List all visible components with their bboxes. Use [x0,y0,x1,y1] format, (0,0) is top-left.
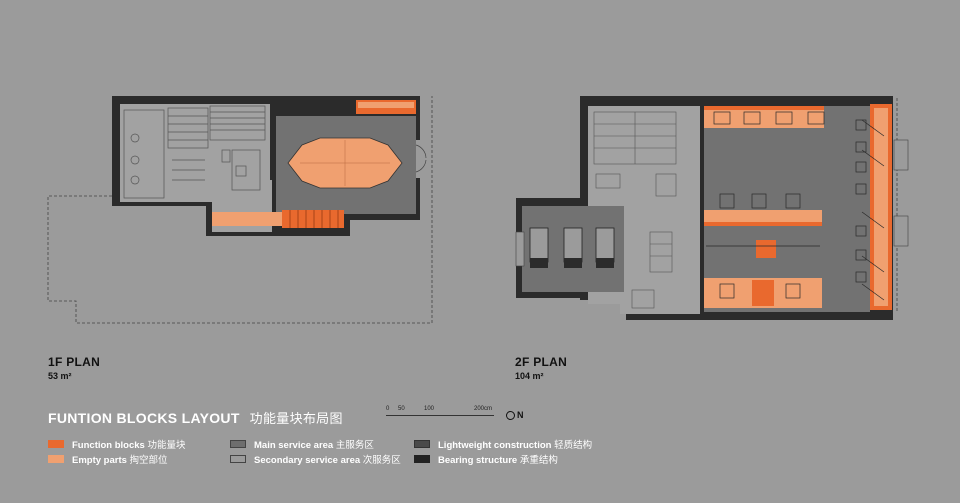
plan-1f [47,96,433,324]
legend-item: Lightweight construction 轻质结构 [414,437,592,451]
legend-item: Empty parts 掏空部位 [48,452,168,466]
layout-title-cn: 功能量块布局图 [249,411,343,426]
scale-bar: 0 50 100 200cm [386,406,496,422]
plan-label-2f: 2F PLAN 104 m² [515,355,567,381]
plan-title-2f: 2F PLAN [515,355,568,369]
legend-label-en: Empty parts [72,455,127,466]
legend-item: Bearing structure 承重结构 [414,452,558,466]
legend-item: Function blocks 功能量块 [48,437,186,451]
plan-title-1f: 1F PLAN [48,355,101,369]
plan-area-1f: 53 m² [48,371,72,381]
scale-tick: 200cm [474,406,493,412]
site-outline-dashed [47,96,433,324]
plan-area-2f: 104 m² [515,371,544,381]
empty-part-bottom-1f [212,212,282,226]
scale-tick: 100 [424,406,435,412]
legend-label-cn: 主服务区 [335,440,374,451]
legend-label-en: Bearing structure [438,455,518,466]
legend-label-cn: 承重结构 [519,455,558,466]
legend-label-en: Function blocks [72,440,145,451]
legend-swatch [48,440,64,448]
north-circle-icon [506,410,515,420]
legend-label-cn: 功能量块 [147,440,186,451]
legend-label-en: Secondary service area [254,455,361,466]
scale-line [386,415,494,416]
north-arrow: N [506,410,524,420]
layout-title: FUNTION BLOCKS LAYOUT 功能量块布局图 [48,408,343,427]
main-service-area-2f [704,106,870,312]
empty-part-top-2f [704,106,824,128]
scale-tick: 50 [398,406,405,412]
plan-label-1f: 1F PLAN 53 m² [48,355,100,381]
legend-swatch [414,440,430,448]
function-block-stair-1f [282,210,344,228]
legend-item: Secondary service area 次服务区 [230,452,401,466]
north-label: N [517,410,524,420]
legend-label-cn: 次服务区 [362,455,401,466]
scale-tick: 0 [386,406,390,412]
layout-title-en: FUNTION BLOCKS LAYOUT [48,410,240,426]
legend-swatch [414,455,430,463]
legend-label-en: Main service area [254,440,334,451]
legend-swatch [230,440,246,448]
legend-item: Main service area 主服务区 [230,437,374,451]
legend-swatch [48,455,64,463]
legend-label-cn: 掏空部位 [129,455,168,466]
legend-label-en: Lightweight construction [438,440,552,451]
legend-swatch [230,455,246,463]
legend-label-cn: 轻质结构 [554,440,593,451]
plan-2f [515,96,909,320]
function-block-middle-2f [704,210,822,224]
